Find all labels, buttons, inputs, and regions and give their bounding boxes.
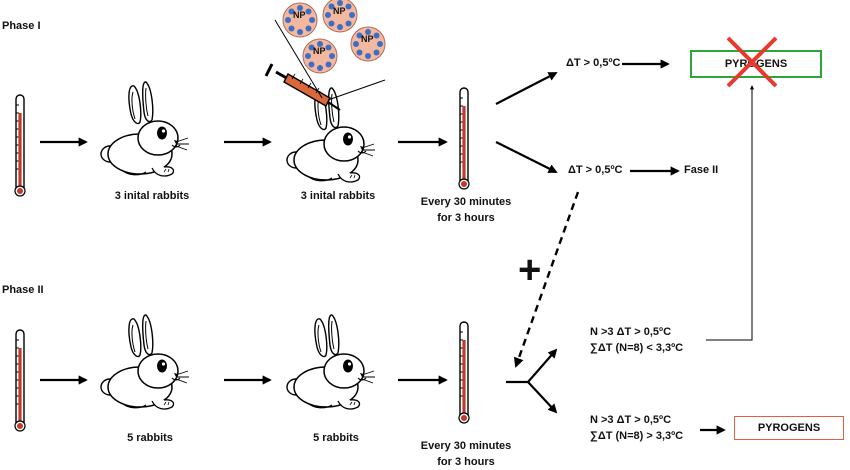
thermometer-icon xyxy=(458,87,470,190)
rabbit-icon xyxy=(286,314,376,410)
plus-sign: + xyxy=(518,248,542,292)
phase1-title: Phase I xyxy=(2,20,41,32)
five-rabbits-label: 5 rabbits xyxy=(127,432,173,444)
nanoparticle-icon xyxy=(302,38,338,74)
delta-condition: ΔT > 0,5ºC xyxy=(566,57,621,69)
interval-label-line1: Every 30 minutes xyxy=(420,440,512,452)
np-label: NP xyxy=(361,34,374,44)
syringe-icon xyxy=(264,63,341,111)
five-rabbits-label: 5 rabbits xyxy=(313,432,359,444)
fase2-label: Fase II xyxy=(684,164,719,176)
pyrogens-label: PYROGENS xyxy=(757,422,821,434)
condition-low-line2: ∑ΔT (N=8) < 3,3ºC xyxy=(590,342,684,354)
flow-arrow xyxy=(495,72,558,105)
thermometer-icon xyxy=(14,94,26,197)
interval-label-line2: for 3 hours xyxy=(437,456,495,468)
delta-condition: ΔT > 0,5ºC xyxy=(568,164,623,176)
thermometer-icon xyxy=(458,321,470,424)
condition-high: N >3 ΔT > 0,5ºC ∑ΔT (N=8) > 3,3ºC xyxy=(590,412,683,444)
condition-high-line1: N >3 ΔT > 0,5ºC xyxy=(590,414,672,426)
pyrogens-box: PYROGENS xyxy=(734,416,844,440)
nanoparticle-icon xyxy=(322,0,358,33)
initial-rabbits-label: 3 inital rabbits xyxy=(300,190,376,202)
feedback-arrow xyxy=(706,85,755,341)
condition-low-line1: N >3 ΔT > 0,5ºC xyxy=(590,326,672,338)
flow-arrow xyxy=(527,381,558,414)
phase2-title: Phase II xyxy=(2,284,44,296)
zoom-line xyxy=(327,79,386,101)
nanoparticle-icon xyxy=(282,2,318,38)
condition-high-line2: ∑ΔT (N=8) > 3,3ºC xyxy=(590,430,684,442)
interval-label-line1: Every 30 minutes xyxy=(420,196,512,208)
rabbit-icon xyxy=(100,81,190,177)
flow-arrow xyxy=(527,348,558,383)
thermometer-icon xyxy=(14,329,26,432)
cross-icon xyxy=(726,36,778,88)
np-label: NP xyxy=(313,46,326,56)
rabbit-icon xyxy=(286,87,376,183)
rabbit-icon xyxy=(100,314,190,410)
condition-low: N >3 ΔT > 0,5ºC ∑ΔT (N=8) < 3,3ºC xyxy=(590,324,683,356)
initial-rabbits-label: 3 inital rabbits xyxy=(114,190,190,202)
flow-arrow xyxy=(495,141,558,173)
np-label: NP xyxy=(333,6,346,16)
interval-label-line2: for 3 hours xyxy=(437,212,495,224)
zoom-line xyxy=(274,19,323,99)
dashed-arrow xyxy=(513,191,580,368)
nanoparticle-icon xyxy=(350,26,386,62)
np-label: NP xyxy=(293,10,306,20)
